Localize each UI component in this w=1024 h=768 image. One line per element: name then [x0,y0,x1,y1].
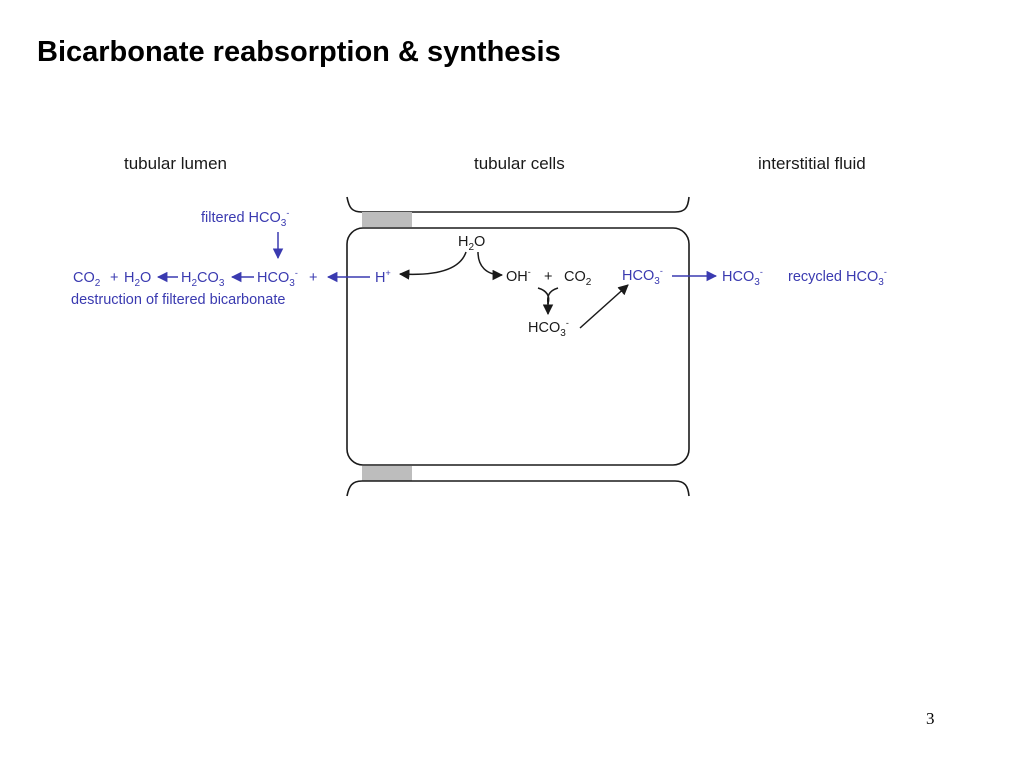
lumen-h2co3: H2CO3 [181,270,225,289]
interstitial-hco3: HCO3- [722,267,763,288]
cell-hco3-exported: HCO3- [622,266,663,287]
cell-hco3-product: HCO3- [528,318,569,339]
filtered-hco3-text: filtered HCO3- [201,208,289,229]
filtered-hco3-label: filtered HCO3- [201,208,289,229]
arrow-merge-right [546,287,559,305]
tubular-cell [346,227,690,466]
cell-plus: + [544,269,552,285]
slide-title: Bicarbonate reabsorption & synthesis [37,36,561,68]
upper-cell-edge [346,196,690,213]
destruction-label: destruction of filtered bicarbonate [71,292,285,308]
lumen-co2: CO2 [73,270,101,289]
arrow-h2o-to-oh [477,251,504,281]
lumen-h2o: H2O [124,270,151,289]
arrow-hco3-to-export [579,284,629,329]
cell-co2: CO2 [564,269,592,288]
cell-oh: OH- [506,267,531,285]
header-tubular-cells: tubular cells [474,154,565,173]
lower-cell-edge [346,480,690,497]
lumen-h-ion: H+ [375,268,391,286]
tight-junction-upper [362,212,412,227]
header-tubular-lumen: tubular lumen [124,154,227,173]
cell-h2o: H2O [458,234,485,253]
arrow-h2o-to-h [398,251,467,280]
lumen-plus-1: + [110,270,118,286]
page-number: 3 [926,709,935,728]
tight-junction-lower [362,466,412,481]
lumen-hco3: HCO3- [257,268,298,289]
recycled-hco3-label: recycled HCO3- [788,267,887,288]
header-interstitial-fluid: interstitial fluid [758,154,866,173]
lumen-plus-2: + [309,270,317,286]
